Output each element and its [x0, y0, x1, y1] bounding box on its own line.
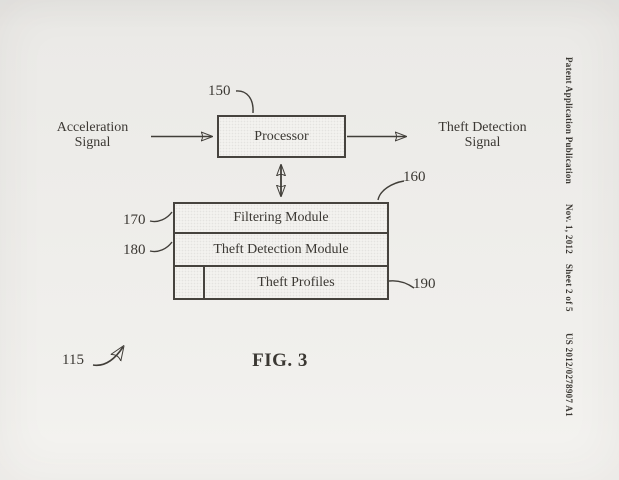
output-signal-line1: Theft Detection	[438, 120, 527, 135]
margin-header: Patent Application Publication Nov. 1, 2…	[561, 57, 576, 457]
sheet-number: Sheet 2 of 5	[564, 264, 574, 313]
theft-profiles-row: Theft Profiles	[175, 265, 387, 298]
input-signal-line2: Signal	[74, 135, 111, 150]
ref-label-190: 190	[413, 276, 436, 292]
figure-caption: FIG. 3	[252, 350, 308, 371]
ref-label-150: 150	[208, 83, 231, 99]
input-signal-label: Acceleration Signal	[35, 120, 150, 150]
processor-label: Processor	[254, 128, 309, 144]
output-signal-line2: Signal	[464, 135, 501, 150]
leader-line-180	[149, 241, 173, 253]
input-signal-line1: Acceleration	[56, 120, 129, 135]
ref-label-170: 170	[123, 212, 146, 228]
theft-detection-module-row: Theft Detection Module	[175, 232, 387, 265]
leader-line-160	[377, 180, 405, 201]
leader-line-170	[149, 211, 173, 223]
figure-pointer-arrow-115	[92, 347, 123, 367]
theft-profiles-spacer-cell	[175, 267, 205, 298]
theft-profiles-label: Theft Profiles	[257, 274, 335, 290]
ref-label-180: 180	[123, 242, 146, 258]
publication-title: Patent Application Publication	[564, 57, 574, 185]
theft-detection-module-label: Theft Detection Module	[213, 241, 349, 257]
processor-box: Processor	[217, 115, 346, 158]
filtering-module-label: Filtering Module	[233, 210, 329, 225]
leader-line-190	[388, 280, 415, 289]
output-signal-label: Theft Detection Signal	[425, 120, 540, 150]
theft-profiles-cell: Theft Profiles	[205, 267, 387, 298]
ref-label-160: 160	[403, 169, 426, 185]
ref-label-115: 115	[62, 352, 84, 368]
filtering-module-row: Filtering Module	[175, 204, 387, 232]
document-number: US 2012/0278907 A1	[564, 332, 574, 417]
module-stack: Filtering Module Theft Detection Module …	[173, 202, 389, 300]
leader-line-150	[235, 90, 254, 114]
publication-date: Nov. 1, 2012	[564, 203, 574, 254]
